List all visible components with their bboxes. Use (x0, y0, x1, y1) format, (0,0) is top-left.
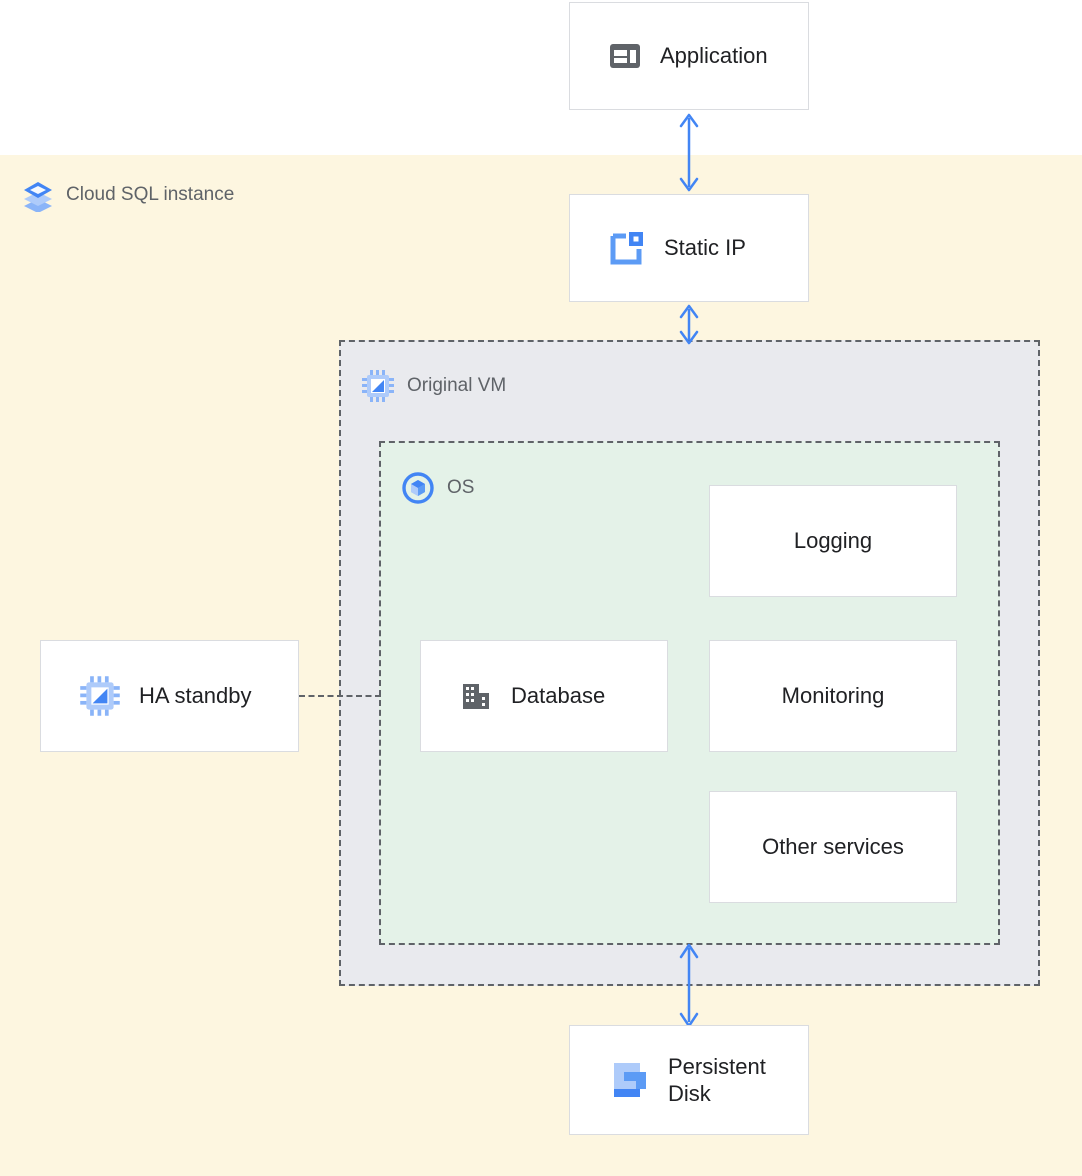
region-label-cloud-sql: Cloud SQL instance (22, 178, 235, 213)
node-logging[interactable]: Logging (709, 485, 957, 597)
container-label-text-original-vm: Original VM (407, 375, 507, 396)
static-ip-icon (608, 229, 646, 267)
node-database[interactable]: Database (420, 640, 668, 752)
node-label-static-ip: Static IP (664, 235, 746, 261)
node-static-ip[interactable]: Static IP (569, 194, 809, 302)
database-building-icon (459, 679, 493, 713)
ha-standby-chip-icon (79, 675, 121, 717)
container-label-os: OS (401, 471, 474, 505)
container-label-text-os: OS (447, 477, 475, 498)
node-application[interactable]: Application (569, 2, 809, 110)
node-other-services[interactable]: Other services (709, 791, 957, 903)
region-label-text-cloud-sql: Cloud SQL instance (66, 184, 235, 205)
node-label-other-services: Other services (762, 834, 904, 860)
node-ha-standby[interactable]: HA standby (40, 640, 299, 752)
connector-static-ip-to-vm (679, 304, 699, 345)
node-persistent-disk[interactable]: Persistent Disk (569, 1025, 809, 1135)
node-label-ha-standby: HA standby (139, 683, 252, 709)
node-label-database: Database (511, 683, 606, 709)
connector-os-to-persistent-disk (679, 943, 699, 1028)
connector-application-to-static-ip (679, 113, 699, 192)
os-circle-cube-icon (401, 471, 435, 505)
node-label-persistent-disk: Persistent Disk (668, 1053, 766, 1107)
vm-chip-icon (361, 369, 395, 403)
persistent-disk-icon (612, 1060, 650, 1100)
container-label-original-vm: Original VM (361, 369, 506, 403)
node-label-logging: Logging (793, 528, 873, 554)
cloud-sql-stacked-layers-icon (22, 178, 54, 213)
connector-ha-standby-to-database (299, 695, 381, 697)
node-label-application: Application (660, 43, 768, 69)
application-layout-icon (608, 39, 642, 73)
node-label-monitoring: Monitoring (781, 683, 885, 709)
node-monitoring[interactable]: Monitoring (709, 640, 957, 752)
